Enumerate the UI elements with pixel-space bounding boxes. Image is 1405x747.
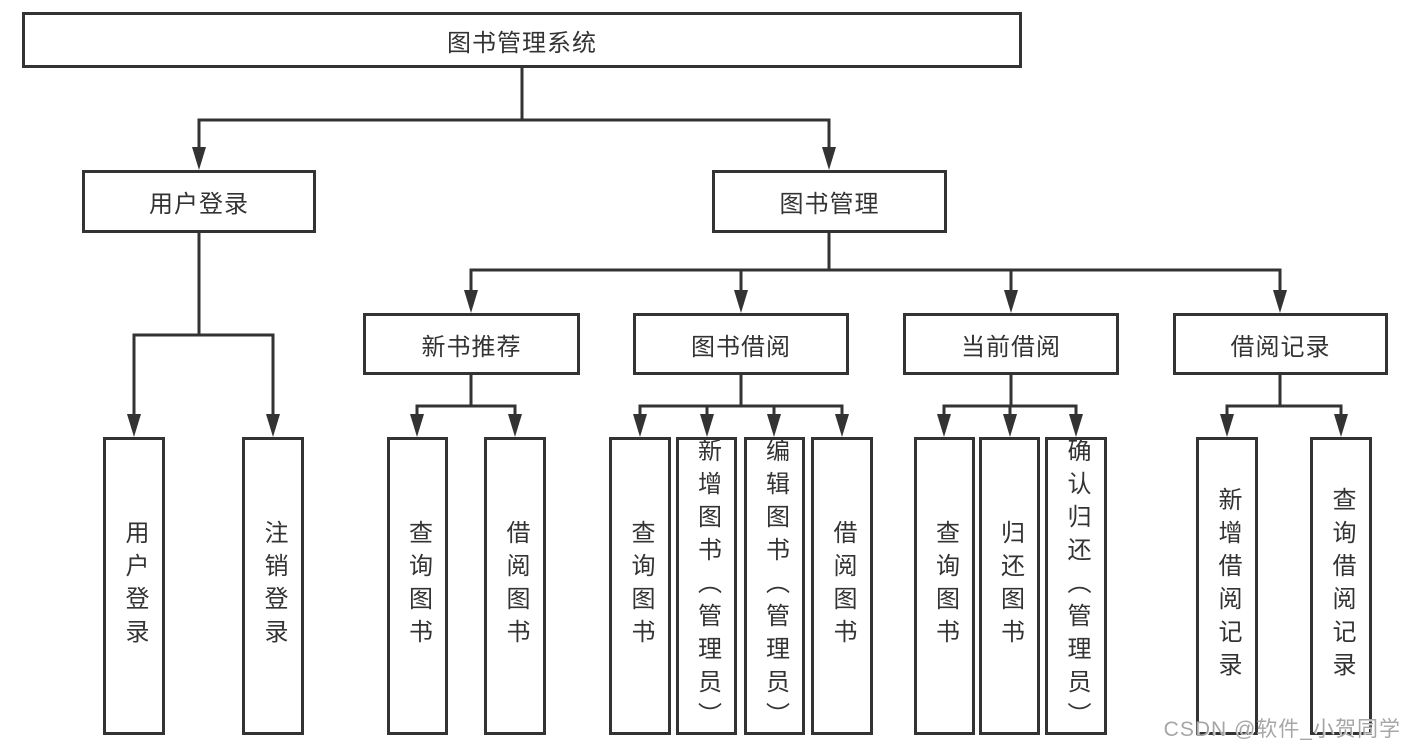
leaf-borrow-books: 借阅图书 — [811, 437, 873, 735]
arrowhead — [464, 290, 478, 313]
leaf-confirm-return-admin-label: 确认归还（管理员） — [1063, 437, 1090, 735]
node-library-system-label: 图书管理系统 — [447, 29, 597, 57]
node-new-book-recommend: 新书推荐 — [363, 313, 580, 375]
leaf-query-books-recommend-label: 查询图书 — [404, 520, 432, 652]
arrowhead — [410, 414, 424, 437]
arrowhead — [508, 414, 522, 437]
arrowhead — [1003, 414, 1017, 437]
arrowhead — [1220, 414, 1234, 437]
leaf-return-books-label: 归还图书 — [996, 520, 1024, 652]
leaf-query-books-borrowing: 查询图书 — [609, 437, 671, 735]
leaf-query-books-current: 查询图书 — [914, 437, 975, 735]
leaf-query-borrow-record-label: 查询借阅记录 — [1328, 487, 1355, 685]
connector-user-login-to-leaves — [132, 233, 275, 417]
leaf-borrow-books-recommend-label: 借阅图书 — [502, 520, 529, 652]
leaf-add-borrow-record-label: 新增借阅记录 — [1214, 487, 1241, 685]
arrowhead — [1334, 414, 1348, 437]
node-user-login-label: 用户登录 — [149, 191, 249, 218]
connector-root-to-level2 — [197, 68, 831, 150]
arrowhead — [266, 414, 280, 437]
arrowhead — [822, 147, 836, 170]
arrowhead — [192, 147, 206, 170]
arrowhead — [633, 414, 647, 437]
leaf-logout-label: 注销登录 — [260, 520, 287, 652]
node-library-system: 图书管理系统 — [22, 12, 1022, 68]
node-current-borrowing-label: 当前借阅 — [961, 333, 1061, 361]
node-book-borrowing-label: 图书借阅 — [691, 333, 791, 361]
connector-new-book-to-leaves — [415, 375, 517, 417]
connector-book-borrowing-to-leaves — [638, 375, 844, 417]
leaf-user-login-label: 用户登录 — [121, 520, 148, 652]
leaf-add-books-admin: 新增图书（管理员） — [676, 437, 737, 735]
leaf-query-books-current-label: 查询图书 — [931, 520, 959, 652]
leaf-edit-books-admin: 编辑图书（管理员） — [744, 437, 805, 735]
node-book-borrowing: 图书借阅 — [633, 313, 849, 375]
leaf-user-login: 用户登录 — [103, 437, 165, 735]
arrowhead — [700, 414, 714, 437]
node-new-book-recommend-label: 新书推荐 — [421, 333, 522, 361]
leaf-edit-books-admin-label: 编辑图书（管理员） — [761, 437, 789, 735]
node-borrowing-records: 借阅记录 — [1173, 313, 1388, 375]
arrowhead — [835, 414, 849, 437]
connector-book-management-to-level3 — [469, 233, 1282, 293]
leaf-borrow-books-label: 借阅图书 — [829, 520, 856, 652]
arrowhead — [127, 414, 141, 437]
leaf-query-books-recommend: 查询图书 — [387, 437, 448, 735]
connector-current-borrowing-to-leaves — [942, 375, 1078, 417]
node-current-borrowing: 当前借阅 — [903, 313, 1119, 375]
leaf-borrow-books-recommend: 借阅图书 — [484, 437, 546, 735]
node-book-management: 图书管理 — [712, 170, 947, 233]
node-book-management-label: 图书管理 — [779, 191, 880, 218]
csdn-watermark: CSDN @软件_小贺同学 — [1163, 718, 1401, 741]
leaf-query-books-borrowing-label: 查询图书 — [627, 520, 654, 652]
leaf-return-books: 归还图书 — [979, 437, 1040, 735]
arrowhead — [1004, 290, 1018, 313]
arrowhead — [767, 414, 781, 437]
arrowheads — [127, 147, 1348, 437]
node-user-login: 用户登录 — [82, 170, 316, 233]
node-borrowing-records-label: 借阅记录 — [1230, 333, 1331, 361]
arrowhead — [937, 414, 951, 437]
arrowhead — [734, 290, 748, 313]
connector-borrowing-records-to-leaves — [1225, 375, 1343, 417]
leaf-logout: 注销登录 — [242, 437, 304, 735]
leaf-add-books-admin-label: 新增图书（管理员） — [693, 437, 721, 735]
arrowhead — [1273, 290, 1287, 313]
leaf-query-borrow-record: 查询借阅记录 — [1310, 437, 1372, 735]
arrowhead — [1069, 414, 1083, 437]
leaf-confirm-return-admin: 确认归还（管理员） — [1045, 437, 1107, 735]
leaf-add-borrow-record: 新增借阅记录 — [1196, 437, 1258, 735]
